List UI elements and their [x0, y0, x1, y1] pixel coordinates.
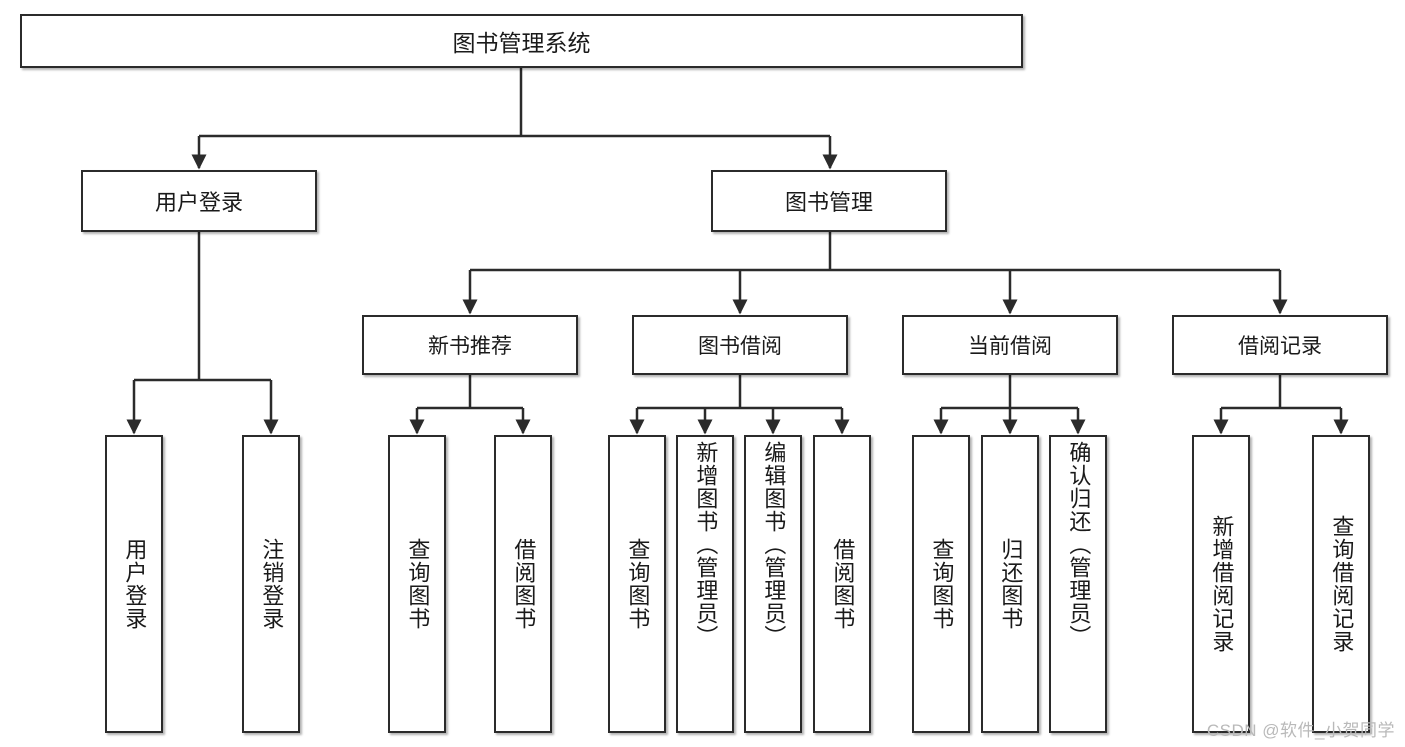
leaf-return-book[interactable]: 归还图书	[981, 435, 1039, 733]
node-book-borrow[interactable]: 图书借阅	[632, 315, 848, 375]
leaf-user-login-label: 用户登录	[122, 538, 148, 630]
leaf-confirm-return-admin[interactable]: 确认归还（管理员）	[1049, 435, 1107, 733]
node-user-login-label: 用户登录	[154, 190, 243, 215]
leaf-query-book-2[interactable]: 查询图书	[608, 435, 666, 733]
node-user-login[interactable]: 用户登录	[81, 170, 317, 232]
leaf-borrow-book-2[interactable]: 借阅图书	[813, 435, 871, 733]
node-borrow-record[interactable]: 借阅记录	[1172, 315, 1388, 375]
node-book-management[interactable]: 图书管理	[711, 170, 947, 232]
leaf-logout[interactable]: 注销登录	[242, 435, 300, 733]
leaf-query-borrow-record[interactable]: 查询借阅记录	[1312, 435, 1370, 733]
node-new-book-recommend[interactable]: 新书推荐	[362, 315, 578, 375]
leaf-borrow-book-1[interactable]: 借阅图书	[494, 435, 552, 733]
node-current-borrow[interactable]: 当前借阅	[902, 315, 1118, 375]
leaf-borrow-book-1-label: 借阅图书	[511, 538, 537, 630]
leaf-user-login[interactable]: 用户登录	[105, 435, 163, 733]
leaf-query-book-1[interactable]: 查询图书	[388, 435, 446, 733]
leaf-return-book-label: 归还图书	[998, 538, 1024, 630]
leaf-edit-book-admin-label: 编辑图书（管理员）	[761, 441, 787, 648]
leaf-query-book-3[interactable]: 查询图书	[912, 435, 970, 733]
leaf-query-borrow-record-label: 查询借阅记录	[1329, 515, 1355, 653]
leaf-query-book-3-label: 查询图书	[929, 538, 955, 630]
leaf-borrow-book-2-label: 借阅图书	[830, 538, 856, 630]
node-book-management-label: 图书管理	[784, 190, 873, 215]
leaf-add-borrow-record-label: 新增借阅记录	[1209, 515, 1235, 653]
node-book-borrow-label: 图书借阅	[698, 335, 782, 358]
leaf-add-book-admin-label: 新增图书（管理员）	[693, 441, 719, 648]
node-borrow-record-label: 借阅记录	[1238, 335, 1322, 358]
leaf-logout-label: 注销登录	[259, 538, 285, 630]
leaf-add-borrow-record[interactable]: 新增借阅记录	[1192, 435, 1250, 733]
leaf-query-book-2-label: 查询图书	[625, 538, 651, 630]
leaf-confirm-return-admin-label: 确认归还（管理员）	[1066, 441, 1092, 648]
leaf-edit-book-admin[interactable]: 编辑图书（管理员）	[744, 435, 802, 733]
node-root-label: 图书管理系统	[452, 30, 591, 56]
node-new-book-recommend-label: 新书推荐	[428, 335, 512, 358]
leaf-query-book-1-label: 查询图书	[405, 538, 431, 630]
node-current-borrow-label: 当前借阅	[968, 335, 1052, 358]
node-root[interactable]: 图书管理系统	[20, 14, 1023, 68]
leaf-add-book-admin[interactable]: 新增图书（管理员）	[676, 435, 734, 733]
